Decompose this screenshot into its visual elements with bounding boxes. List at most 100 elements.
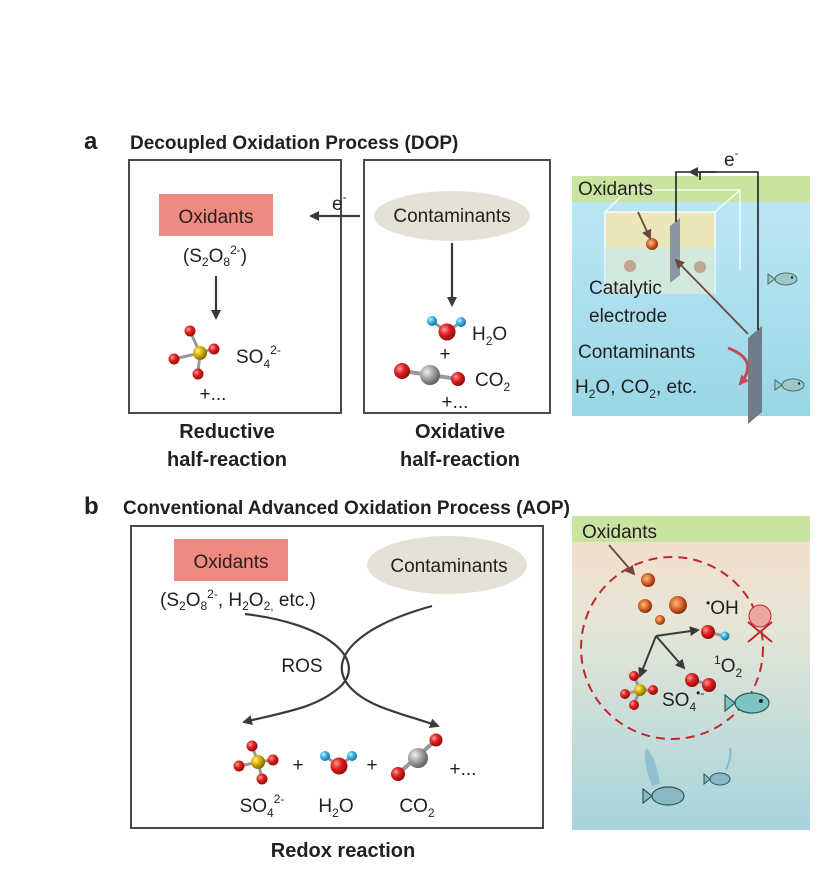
aop-scene-oxidants-label: Oxidants [582,522,657,543]
oxidant-particle [655,615,665,625]
ros-curve-right [340,604,440,729]
panel-a-letter: a [84,128,98,155]
oxidant-list-part: O [249,590,264,611]
radical-dot [646,238,658,250]
aop-co2-label: CO2 [399,796,435,820]
scene-products-label: H2O, CO2, etc. [575,377,697,401]
singlet-sup: 1 [714,653,721,667]
scene-products-part: , etc. [656,377,697,398]
contaminants-ellipse [374,191,530,241]
oxidant-list-sub: 2 [242,599,249,613]
fish-icon [703,772,731,786]
contaminant-flow-arrow [727,346,750,386]
bubble-trail [644,748,660,786]
sulfate-sub: 4 [263,357,270,371]
radical-dot [694,261,706,273]
fish-icon [642,786,685,806]
aop-oxidant-pointer [608,544,636,576]
aop-sulfate-molecule [233,740,279,785]
persulfate-sub: 8 [223,255,230,269]
water-sub: 2 [486,334,493,348]
aop-scene: Oxidants •OH 1O2 [572,516,810,830]
aop-oxidants-box [174,539,288,581]
radical-dot [624,260,636,272]
sulfate-radical-sup: •- [696,686,704,700]
dead-organism-icon [747,604,773,643]
scene-electron-sup: - [735,146,739,160]
electrode-small [670,218,680,283]
oxidant-list-sub: 2 [179,599,186,613]
ros-curve-left [242,612,350,725]
oxidants-box [159,194,273,236]
sulfate-radical-main: SO [662,690,689,711]
fish-icon [774,378,805,392]
aop-co2-sub: 2 [428,806,435,820]
sulfate-radical-molecule [620,671,658,710]
water-h: H [472,324,486,345]
fish-icon [724,692,770,714]
bubble-trail [725,747,732,771]
panel-a-title: Decoupled Oxidation Process (DOP) [130,133,458,154]
persulfate-part: ) [241,246,247,267]
scene-contaminants-label: Contaminants [578,342,695,363]
radical-branch-arrow [638,635,657,678]
sulfate-sup: 2- [270,343,281,357]
oxidant-list-part: O [186,590,201,611]
aop-water-sub: 2 [332,806,339,820]
radical-branch-arrow [655,626,700,637]
oxidative-caption-line1: Oxidative [415,421,505,443]
aop-sulfate-sup: 2- [274,792,285,806]
co2-product: CO2 [475,370,511,394]
persulfate-sub: 2 [202,255,209,269]
aop-water-h: H [318,796,332,817]
aop-co2-main: CO [399,796,428,817]
aop-water-label: H2O [318,796,353,820]
oxidant-list-sub: 8 [200,599,207,613]
water-product: H2O [472,324,507,348]
oxidant-list-part: , H [218,590,242,611]
scene-catalytic-label: Catalytic [589,278,662,299]
singlet-main: O [721,656,736,677]
aop-contaminants-label: Contaminants [390,556,507,577]
singlet-oxygen-label: 1O2 [714,653,742,680]
co2-main: CO [475,370,504,391]
persulfate-part: O [209,246,224,267]
sulfate-product: SO42- [236,343,281,371]
persulfate-sup: 2- [230,243,241,257]
aop-sulfate-main: SO [240,796,267,817]
aop-plus-1: + [292,755,303,776]
oxidative-plus-more: +... [442,392,469,413]
reductive-caption-line2: half-reaction [167,449,287,471]
sulfate-molecule [168,325,220,380]
aop-co2-molecule [391,733,443,781]
electron-sup: - [343,190,347,204]
electrode-large [748,326,762,424]
sulfate-main: SO [236,347,263,368]
wire [744,171,759,330]
redox-caption: Redox reaction [271,840,415,862]
hydroxyl-dot: • [706,596,710,610]
oxidant-list-part: (S [160,590,179,611]
scene-electrode-label: electrode [589,306,667,327]
water-o: O [492,324,507,345]
sulfate-radical-label: SO4•- [662,686,704,714]
oxidative-contaminants-label: Contaminants [393,206,510,227]
sulfate-radical-sub: 4 [689,700,696,714]
fish-icon [767,272,798,286]
oxidant-particle [641,573,655,587]
aop-plus-2: + [366,755,377,776]
co2-molecule [394,363,465,386]
reductive-plus-more: +... [200,384,227,405]
singlet-oxygen-molecule [685,673,716,692]
reaction-zone-circle [580,556,764,740]
aop-contaminants-ellipse [367,536,527,594]
scene-electron-e: e [724,150,735,171]
electron-label: e- [332,190,347,215]
oxidant-list-part: etc.) [274,590,316,611]
scene-products-sub: 2 [649,387,656,401]
dop-grass [572,176,810,202]
scene-products-sub: 2 [589,387,596,401]
aop-oxidant-list: (S2O82-, H2O2, etc.) [160,587,316,613]
